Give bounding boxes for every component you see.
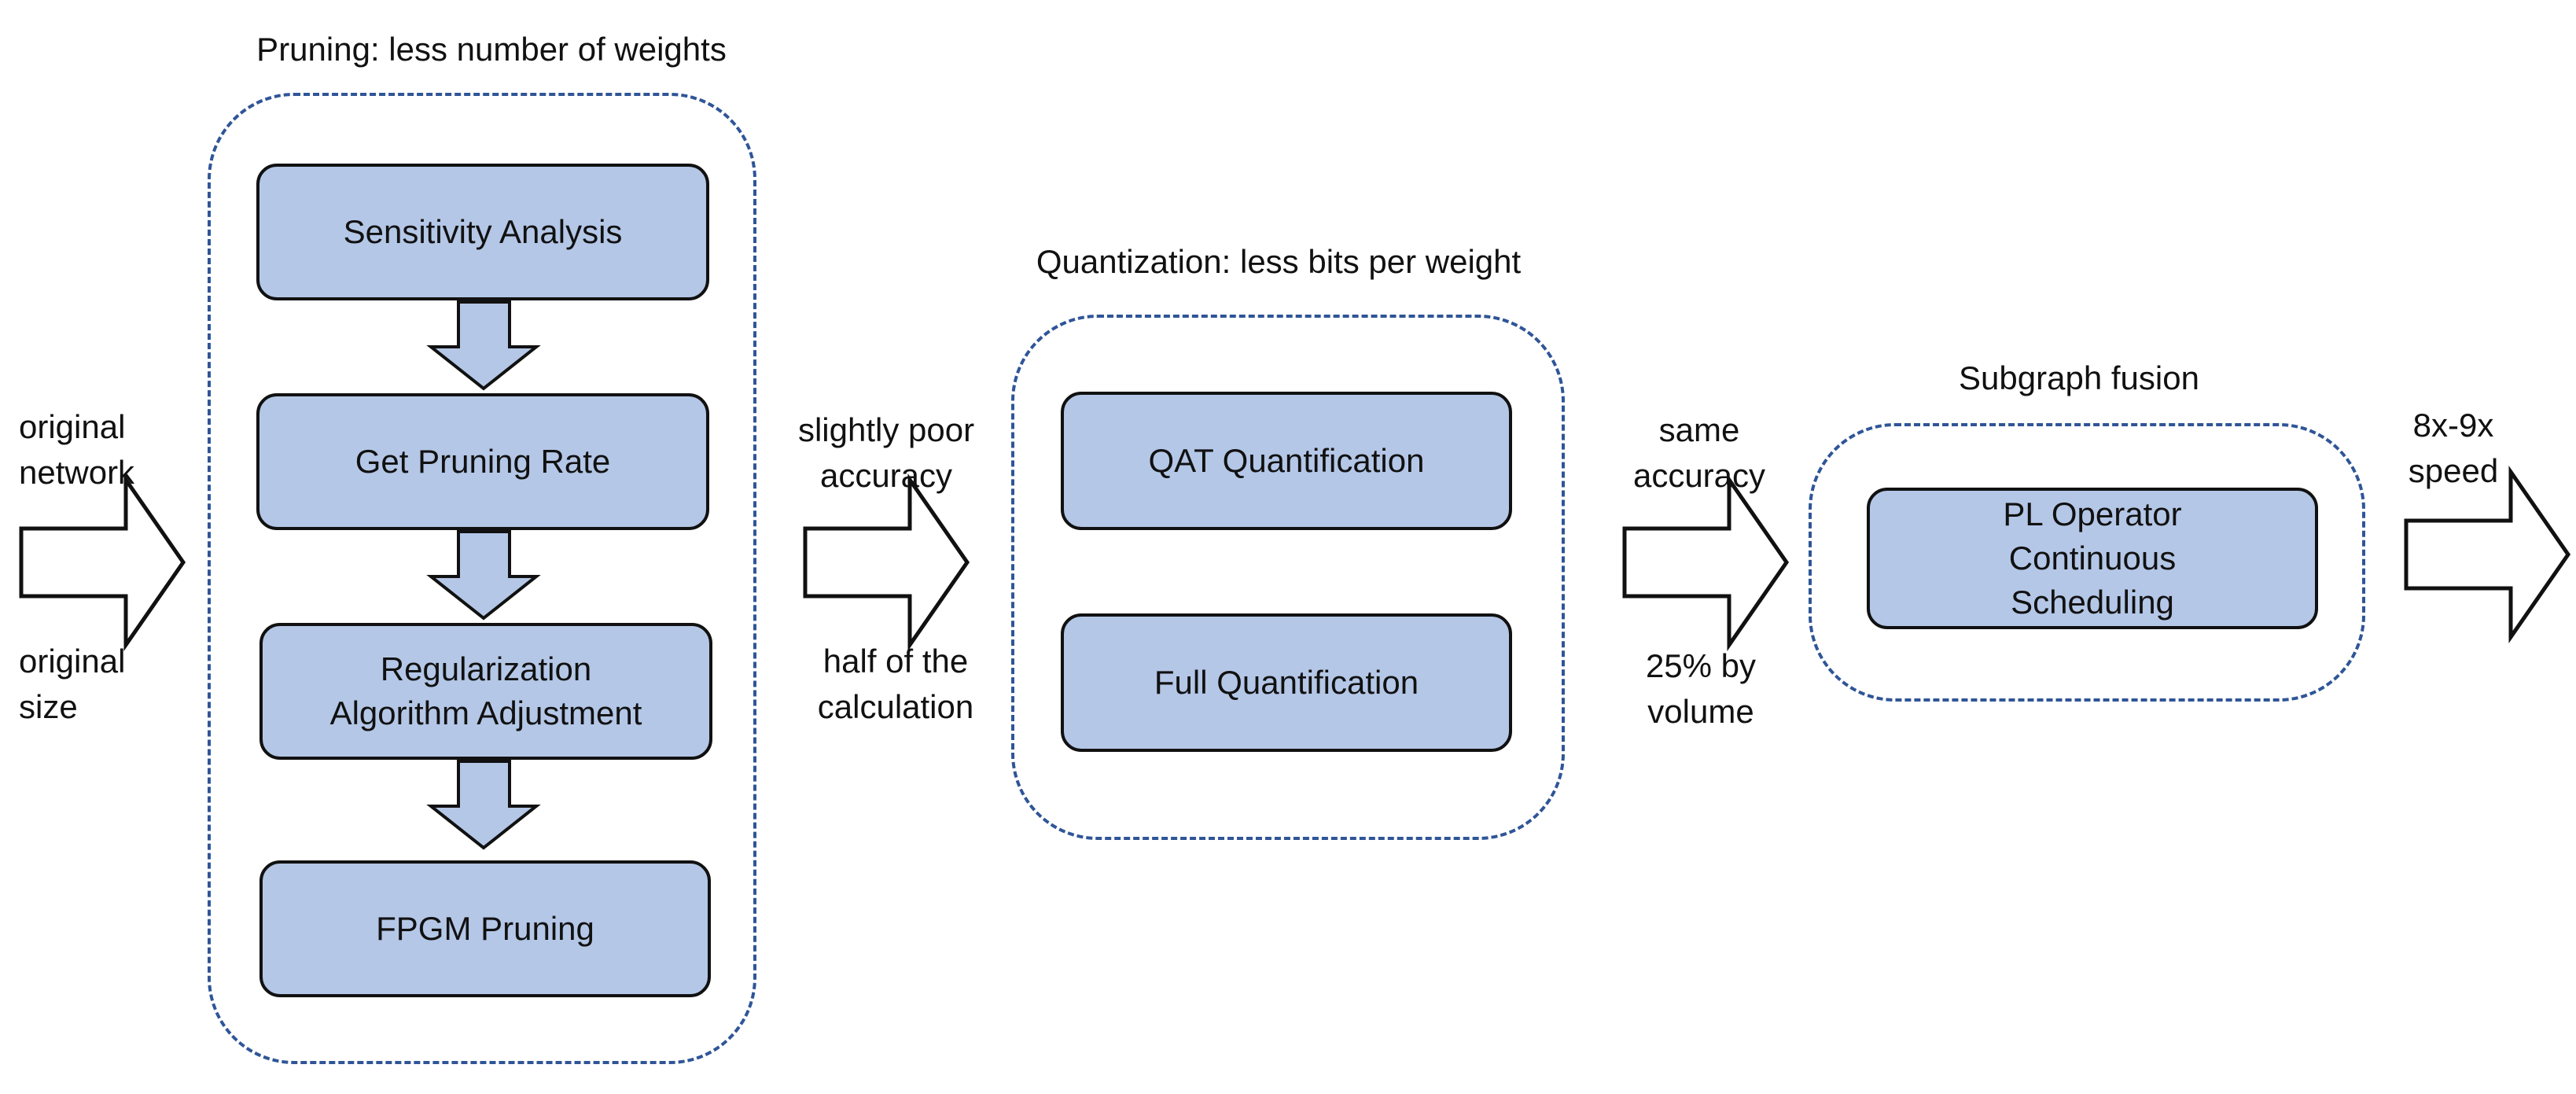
flow-arrow-after-quantization <box>1622 473 1790 651</box>
pruning-title: Pruning: less number of weights <box>256 31 727 68</box>
flow-arrow-after-pruning <box>803 473 970 651</box>
volume-after-quantization-label: 25% by volume <box>1645 647 1757 730</box>
pruning-group <box>208 93 756 1064</box>
subgraph-title: Subgraph fusion <box>1959 359 2199 396</box>
step-regularization: Regularization Algorithm Adjustment <box>259 623 712 760</box>
flow-arrow-input <box>19 473 186 651</box>
accuracy-after-quantization-label: same accuracy <box>1632 411 1766 494</box>
step-pl-operator-scheduling: PL Operator Continuous Scheduling <box>1867 488 2318 629</box>
quantization-title: Quantization: less bits per weight <box>1036 243 1522 280</box>
step-fpgm-pruning: FPGM Pruning <box>259 860 711 997</box>
step-get-pruning-rate: Get Pruning Rate <box>256 393 709 530</box>
step-arrow-2 <box>426 530 541 621</box>
speedup-label: 8x-9x speed <box>2408 407 2499 489</box>
subgraph-group <box>1809 423 2365 702</box>
input-network-label: original network <box>19 408 135 491</box>
step-full-quantification: Full Quantification <box>1061 613 1512 752</box>
step-arrow-3 <box>426 760 541 850</box>
accuracy-after-pruning-label: slightly poor accuracy <box>797 411 975 494</box>
input-size-label: original size <box>19 643 126 725</box>
step-qat-quantification: QAT Quantification <box>1061 392 1512 530</box>
step-sensitivity-analysis: Sensitivity Analysis <box>256 164 709 300</box>
calculation-after-pruning-label: half of the calculation <box>817 643 974 725</box>
step-arrow-1 <box>426 300 541 391</box>
quantization-group <box>1011 315 1565 840</box>
flow-arrow-output <box>2404 466 2571 643</box>
